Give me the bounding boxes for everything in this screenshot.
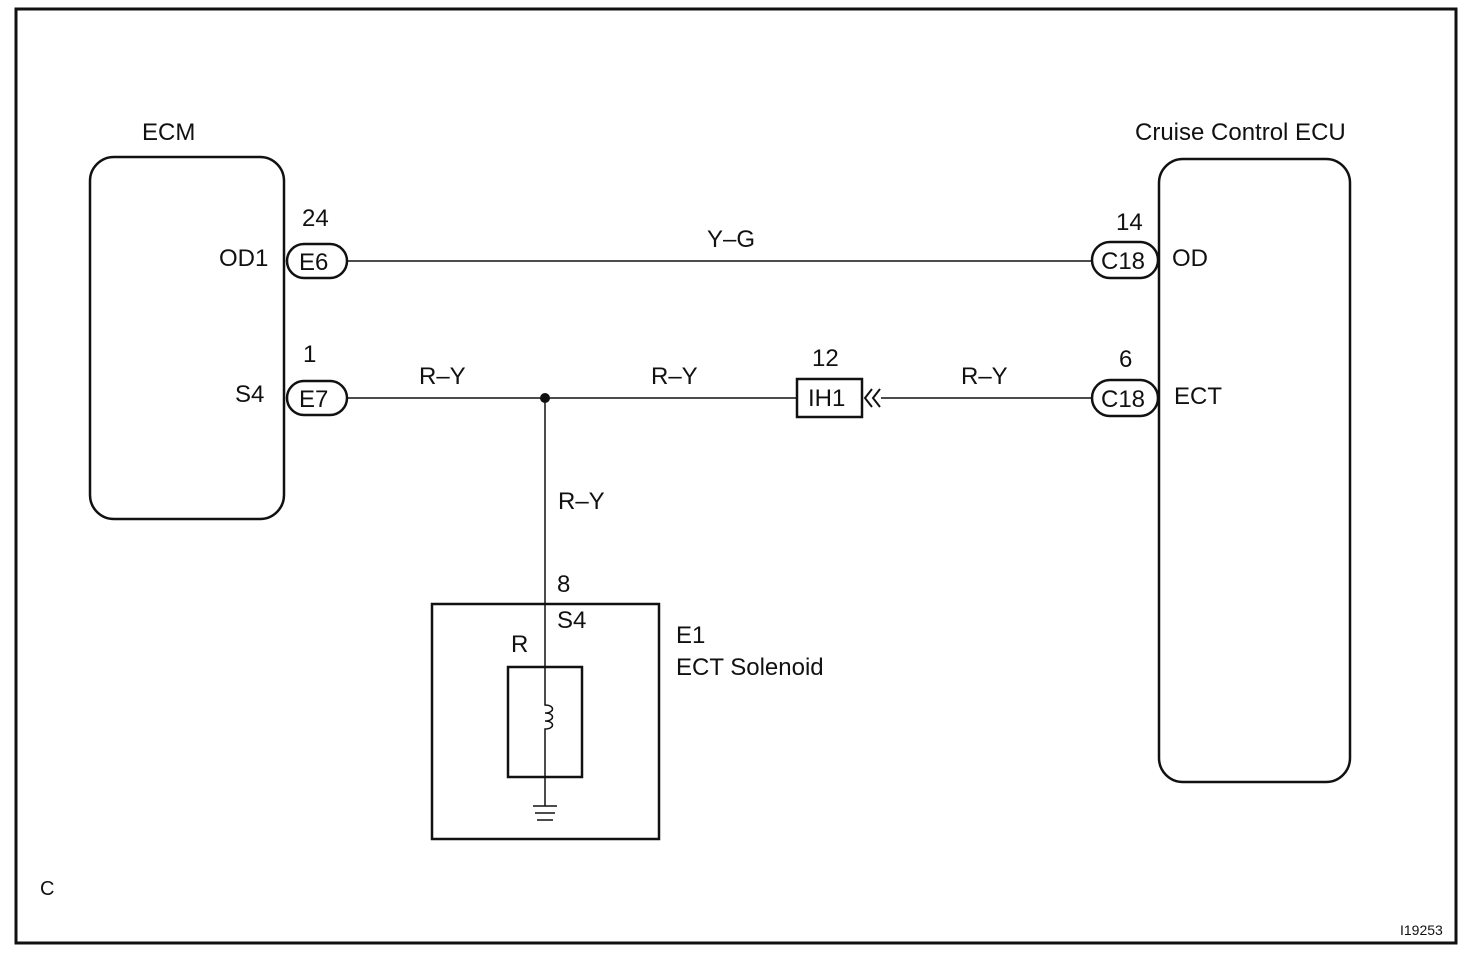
solenoid-box xyxy=(430,602,661,841)
wire-ih1-ecu-color: R–Y xyxy=(961,363,1008,390)
ih1-pin-number: 12 xyxy=(812,345,839,372)
wire-junction-ih1-color: R–Y xyxy=(651,363,698,390)
connector-c18-od-label: C18 xyxy=(1101,248,1145,275)
ecu-pin-od-number: 14 xyxy=(1116,209,1143,236)
ect-solenoid-block: 8 S4 E1 ECT Solenoid R xyxy=(430,571,824,841)
connector-e7-label: E7 xyxy=(299,386,328,413)
wire-s4: R–Y R–Y R–Y xyxy=(347,363,1092,403)
diagram-frame xyxy=(14,7,1458,945)
solenoid-component-label: R xyxy=(511,631,528,658)
ecm-pin-od1-signal: OD1 xyxy=(219,245,268,272)
cruise-ecu-block: Cruise Control ECU 14 C18 OD 6 C18 ECT xyxy=(1090,119,1352,784)
solenoid-name: ECT Solenoid xyxy=(676,654,824,681)
corner-code: C xyxy=(40,878,54,900)
ih1-plug-icon xyxy=(863,388,881,408)
ecm-block: ECM OD1 24 E6 S4 1 E7 xyxy=(88,119,349,521)
connector-c18-od xyxy=(1090,240,1160,280)
ecm-pin-s4-signal: S4 xyxy=(235,381,264,408)
ecu-pin-ect-number: 6 xyxy=(1119,346,1132,373)
ecu-pin-ect-signal: ECT xyxy=(1174,383,1222,410)
wire-solenoid-color: R–Y xyxy=(558,488,605,515)
solenoid-connector: E1 xyxy=(676,622,705,649)
wire-ecm-junction-color: R–Y xyxy=(419,363,466,390)
connector-e6-label: E6 xyxy=(299,249,328,276)
wire-od-color: Y–G xyxy=(707,226,755,253)
cruise-ecu-box xyxy=(1157,157,1352,784)
connector-c18-ect-label: C18 xyxy=(1101,386,1145,413)
solenoid-pin-number: 8 xyxy=(557,571,570,598)
ecm-pin-od1-number: 24 xyxy=(302,205,329,232)
ih1-label: IH1 xyxy=(808,385,845,412)
coil-icon xyxy=(544,667,554,777)
solenoid-pin-signal: S4 xyxy=(557,607,586,634)
ecm-box xyxy=(88,155,286,521)
ecu-pin-od-signal: OD xyxy=(1172,245,1208,272)
cruise-ecu-title: Cruise Control ECU xyxy=(1135,119,1346,146)
junction-connector-ih1: 12 IH1 xyxy=(795,345,881,419)
figure-id: I19253 xyxy=(1400,922,1443,938)
ground-icon xyxy=(533,805,557,821)
ih1-box xyxy=(795,377,864,419)
ecm-pin-s4-number: 1 xyxy=(303,341,316,368)
wire-to-solenoid: R–Y xyxy=(544,398,605,667)
ecm-title: ECM xyxy=(142,119,195,146)
wire-od: Y–G xyxy=(347,226,1092,262)
